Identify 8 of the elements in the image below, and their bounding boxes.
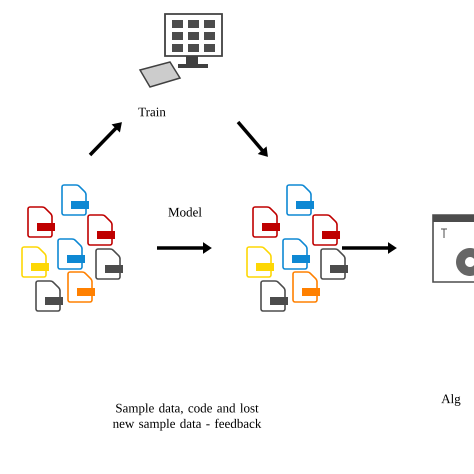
node-caption: Train xyxy=(138,108,166,116)
caption-text: Sample data, code and lost new sample data - feedback xyxy=(112,403,262,431)
arrow xyxy=(88,122,122,156)
algorithm-window-drawing xyxy=(432,214,474,283)
file-icons-drawing xyxy=(21,184,123,312)
label-text: Alg xyxy=(441,394,460,406)
file-icons-drawing xyxy=(246,184,348,312)
edge-label: Model xyxy=(168,207,202,217)
